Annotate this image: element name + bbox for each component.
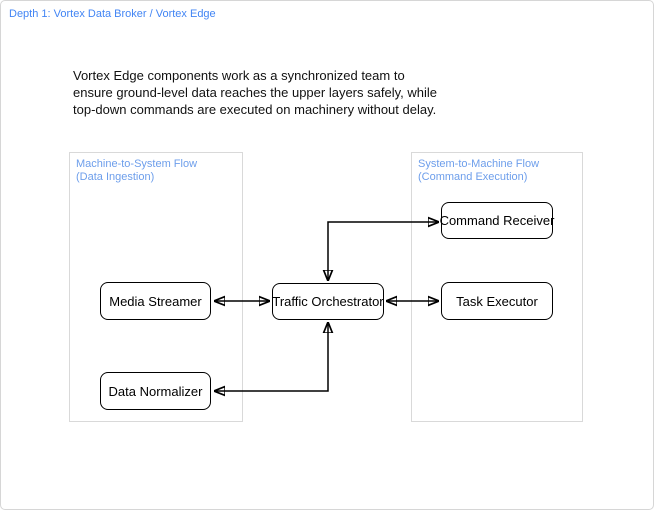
group-title: System-to-Machine Flow [418,158,540,170]
group-subtitle: (Command Execution) [418,171,528,183]
group-title: Machine-to-System Flow [76,158,198,170]
node-label: Task Executor [456,293,538,309]
breadcrumb[interactable]: Depth 1: Vortex Data Broker / Vortex Edg… [9,8,216,20]
group-system-to-machine: System-to-Machine Flow (Command Executio… [411,152,583,422]
node-media-streamer[interactable]: Media Streamer [100,282,211,320]
node-label: Data Normalizer [108,383,203,399]
node-label: Command Receiver [439,213,555,228]
node-label: Traffic Orchestrator [272,294,384,309]
diagram-description: Vortex Edge components work as a synchro… [73,68,437,117]
group-machine-to-system: Machine-to-System Flow (Data Ingestion) [69,152,243,422]
group-subtitle: (Data Ingestion) [76,171,155,183]
group-machine-to-system-label: Machine-to-System Flow (Data Ingestion) [76,158,197,184]
node-command-receiver[interactable]: Command Receiver [439,202,555,239]
group-system-to-machine-label: System-to-Machine Flow (Command Executio… [418,158,539,184]
node-data-normalizer[interactable]: Data Normalizer [100,372,211,410]
node-task-executor[interactable]: Task Executor [441,282,553,320]
node-label: Media Streamer [109,293,202,309]
node-traffic-orchestrator[interactable]: Traffic Orchestrator [272,283,384,320]
